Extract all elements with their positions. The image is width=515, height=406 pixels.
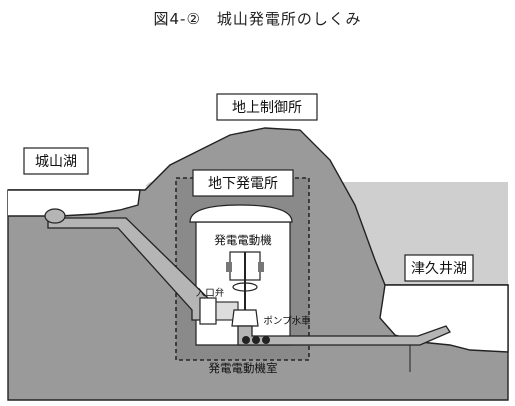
pump-turbine bbox=[231, 309, 259, 327]
inlet-valve-label: 入口弁 bbox=[196, 287, 225, 299]
upper-lake-label: 城山湖 bbox=[35, 154, 77, 170]
inlet-valve bbox=[199, 297, 217, 325]
intake-mouth bbox=[44, 208, 66, 224]
underground-plant-label-box bbox=[192, 169, 294, 197]
equipment-dot-1 bbox=[242, 336, 250, 344]
lower-lake-water bbox=[379, 284, 509, 353]
upper-lake-surface bbox=[8, 182, 150, 190]
dome-roof bbox=[189, 204, 293, 223]
pump-turbine-label: ポンプ水車 bbox=[263, 315, 311, 327]
generator-room-label: 発電電動機室 bbox=[209, 361, 278, 375]
equipment-dot-3 bbox=[262, 336, 270, 344]
control-room-label-box bbox=[216, 93, 318, 121]
upper-lake-label-box bbox=[23, 147, 89, 175]
lower-lake-label: 津久井湖 bbox=[411, 261, 467, 277]
generator-coil-right bbox=[258, 262, 264, 272]
generator-coil-left bbox=[226, 262, 232, 272]
generator-motor-label: 発電電動機 bbox=[214, 233, 272, 247]
underground-plant-label: 地下発電所 bbox=[208, 176, 278, 192]
equipment-dot-2 bbox=[252, 336, 260, 344]
control-room-label: 地上制御所 bbox=[232, 100, 302, 116]
lower-lake-label-box bbox=[404, 254, 474, 282]
rotation-arrow bbox=[232, 282, 258, 292]
diagram-title: 図4-② 城山発電所のしくみ bbox=[153, 10, 362, 28]
tailrace-pipe bbox=[237, 325, 451, 346]
